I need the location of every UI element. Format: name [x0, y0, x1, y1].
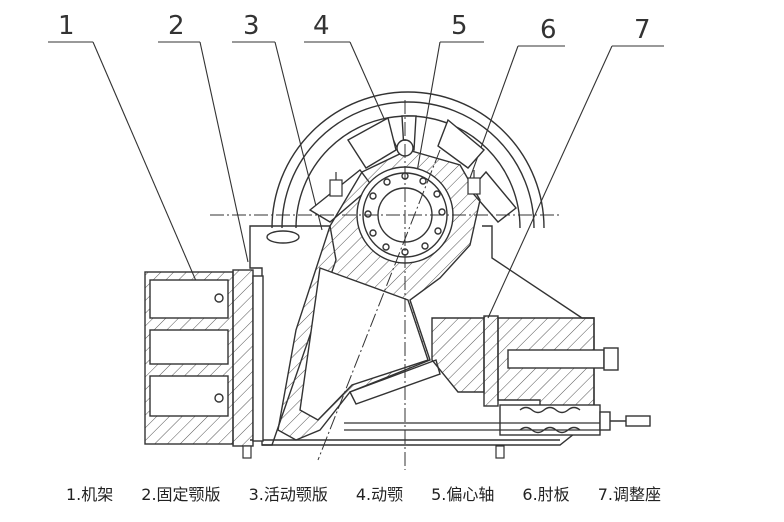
- center-lines: [210, 100, 560, 470]
- legend-item-eccentric-shaft: 5.偏心轴: [431, 485, 495, 504]
- callout-6: 6: [540, 15, 557, 45]
- legend: 1.机架 2.固定颚版 3.活动颚版 4.动颚 5.偏心轴 6.肘板 7.调整座: [0, 478, 784, 508]
- top-bolts: [329, 170, 481, 197]
- fixed-jaw-box: [144, 269, 264, 447]
- legend-item-movable-jaw: 4.动颚: [355, 485, 404, 504]
- legend-item-adjustment-seat: 7.调整座: [597, 485, 661, 504]
- callout-4: 4: [313, 11, 330, 41]
- callout-7: 7: [634, 15, 651, 45]
- legend-item-fixed-jaw-plate: 2.固定颚版: [141, 485, 221, 504]
- callout-3: 3: [243, 11, 260, 41]
- callout-1: 1: [58, 11, 75, 41]
- adjustment-seat: [497, 317, 651, 436]
- tension-rod: [344, 422, 600, 431]
- legend-item-movable-jaw-plate: 3.活动颚版: [248, 485, 328, 504]
- legend-item-toggle-plate: 6.肘板: [522, 485, 570, 504]
- toggle-plate: [349, 315, 499, 407]
- legend-item-frame: 1.机架: [66, 485, 114, 504]
- foot-bolts: [242, 445, 505, 459]
- jaw-crusher-diagram: 1 2 3 4 5 6 7: [48, 11, 664, 470]
- callout-5: 5: [451, 11, 468, 41]
- callout-2: 2: [168, 11, 185, 41]
